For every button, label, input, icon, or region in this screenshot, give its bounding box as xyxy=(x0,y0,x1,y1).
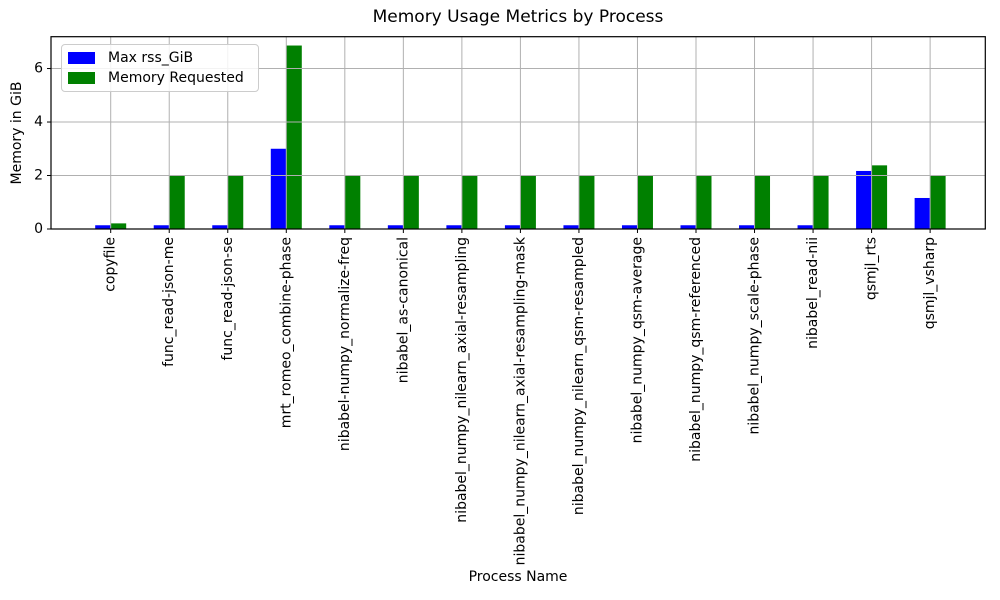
bar-max-rss xyxy=(270,148,287,229)
bar-max-rss xyxy=(563,225,579,229)
bar-memory-requested xyxy=(578,175,595,229)
x-tick-label: nibabel_numpy_qsm-average xyxy=(629,237,645,443)
x-tick-label: qsmjl_rts xyxy=(864,237,880,300)
y-tick-label: 6 xyxy=(34,61,43,77)
y-axis-label: Memory in GiB xyxy=(9,81,25,185)
x-tick-label: mrt_romeo_combine-phase xyxy=(278,237,294,428)
bar-max-rss xyxy=(153,225,170,229)
y-tick-label: 2 xyxy=(34,168,43,184)
x-tick-label: qsmjl_vsharp xyxy=(922,237,938,329)
bar-max-rss xyxy=(387,225,404,229)
bar-max-rss xyxy=(621,225,638,229)
bar-memory-requested xyxy=(110,223,127,229)
plot-border xyxy=(50,36,986,230)
legend-label-memory-requested: Memory Requested xyxy=(108,70,244,86)
bar-max-rss xyxy=(446,225,462,229)
x-tick-label: func_read-json-me xyxy=(161,237,177,367)
x-tick-label: nibabel_numpy_nilearn_axial-resampling xyxy=(454,237,470,523)
bar-memory-requested xyxy=(169,175,185,229)
bar-max-rss xyxy=(212,225,228,229)
x-tick-label: func_read-json-se xyxy=(220,237,236,361)
x-tick-label: nibabel_as-canonical xyxy=(395,237,411,383)
legend-item-max-rss: Max rss_GiB xyxy=(68,48,244,68)
bar-memory-requested xyxy=(403,175,419,229)
x-tick-label: nibabel_numpy_scale-phase xyxy=(747,237,763,435)
x-tick-label: copyfile xyxy=(103,237,119,292)
legend: Max rss_GiB Memory Requested xyxy=(61,44,259,92)
bar-max-rss xyxy=(504,225,521,229)
x-tick-label: nibabel_numpy_nilearn_qsm-resampled xyxy=(571,237,587,515)
bar-memory-requested xyxy=(637,175,653,229)
x-tick-label: nibabel_read-nii xyxy=(805,237,821,349)
bar-max-rss xyxy=(329,225,345,229)
bar-memory-requested xyxy=(461,175,478,229)
x-tick-label: nibabel-numpy_normalize-freq xyxy=(337,237,353,451)
x-tick-label: nibabel_numpy_qsm-referenced xyxy=(688,237,704,462)
bar-max-rss xyxy=(680,225,696,229)
bar-memory-requested xyxy=(930,175,946,229)
legend-swatch-max-rss-icon xyxy=(68,52,95,64)
bar-memory-requested xyxy=(520,175,536,229)
bar-memory-requested xyxy=(286,45,302,229)
x-axis-label: Process Name xyxy=(468,569,568,585)
bar-memory-requested xyxy=(871,165,888,229)
bar-max-rss xyxy=(95,225,111,229)
bar-memory-requested xyxy=(813,175,829,229)
y-tick-label: 0 xyxy=(34,221,43,237)
legend-label-max-rss: Max rss_GiB xyxy=(108,50,194,66)
legend-item-memory-requested: Memory Requested xyxy=(68,68,244,88)
y-tick-label: 4 xyxy=(34,114,43,130)
bar-max-rss xyxy=(914,197,931,229)
bar-memory-requested xyxy=(696,175,712,229)
bar-memory-requested xyxy=(344,175,361,229)
bar-max-rss xyxy=(856,170,872,229)
bar-max-rss xyxy=(739,225,755,229)
chart-title: Memory Usage Metrics by Process xyxy=(372,7,664,27)
legend-swatch-memory-requested-icon xyxy=(68,72,95,84)
bar-memory-requested xyxy=(227,175,244,229)
bar-max-rss xyxy=(797,225,814,229)
x-tick-label: nibabel_numpy_nilearn_axial-resampling-m… xyxy=(512,236,528,565)
bar-memory-requested xyxy=(754,175,771,229)
